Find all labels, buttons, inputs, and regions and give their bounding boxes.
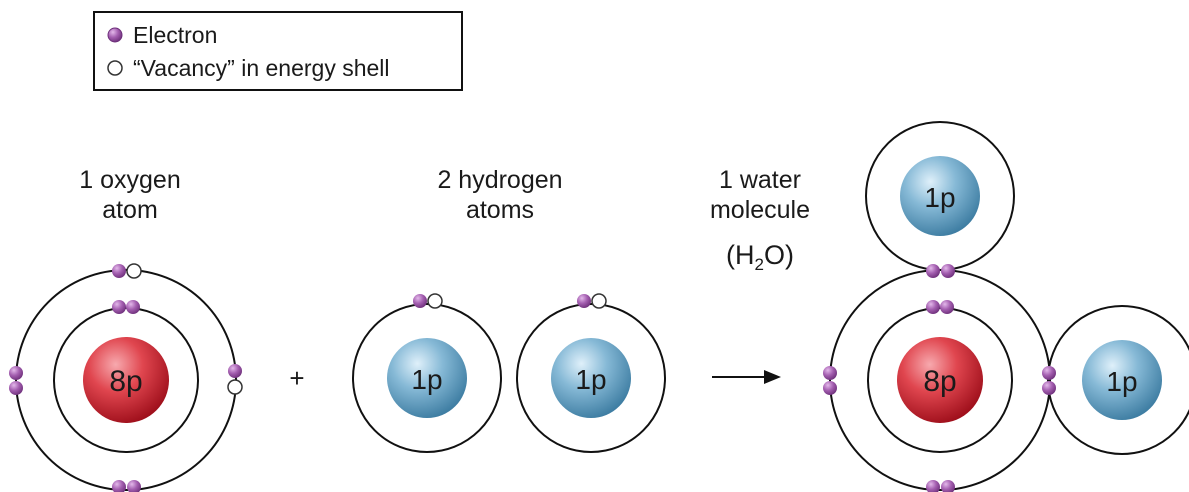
hydrogen-2-nucleus: [551, 338, 631, 418]
vacancy-icon: [227, 379, 243, 395]
electron-icon: [926, 300, 940, 314]
hydrogen-1-nucleus: [387, 338, 467, 418]
water-label-line2: molecule: [710, 196, 810, 224]
hydrogen-1-shell: [352, 303, 502, 453]
oxygen-nucleus: [83, 337, 169, 423]
legend-vacancy-label: “Vacancy” in energy shell: [133, 55, 390, 81]
electron-icon: [112, 300, 126, 314]
legend-box: [93, 11, 463, 91]
electron-icon: [127, 480, 141, 492]
arrow-head-icon: [764, 370, 781, 384]
water-formula-open: (H: [726, 240, 755, 270]
electron-icon: [823, 381, 837, 395]
electron-icon: [112, 264, 126, 278]
plus-sign: +: [289, 363, 304, 393]
water-hydrogen-top-nucleus: [900, 156, 980, 236]
hydrogen-atom-1: 1p: [352, 293, 502, 453]
vacancy-icon: [107, 60, 123, 76]
oxygen-nucleus-label: 8p: [109, 365, 142, 398]
water-hydrogen-top-label: 1p: [924, 182, 955, 213]
electron-icon: [107, 27, 123, 43]
electron-icon: [926, 264, 940, 278]
water-oxygen-nucleus-label: 8p: [923, 365, 956, 398]
legend: Electron “Vacancy” in energy shell: [93, 11, 463, 91]
water-hydrogen-right-shell: [1047, 305, 1189, 455]
electron-icon: [941, 264, 955, 278]
water-molecule: 1p 1p 8p: [823, 121, 1189, 492]
hydrogen-2-nucleus-label: 1p: [575, 364, 606, 395]
vacancy-icon: [126, 263, 142, 279]
hydrogen-2-shell: [516, 303, 666, 453]
electron-icon: [126, 300, 140, 314]
oxygen-label-line2: atom: [102, 196, 158, 224]
electron-icon: [9, 366, 23, 380]
vacancy-icon: [591, 293, 607, 309]
legend-electron-label: Electron: [133, 22, 217, 48]
water-label-line1: 1 water: [719, 166, 801, 194]
water-formula: (H2O): [726, 240, 794, 274]
electron-icon: [413, 294, 427, 308]
oxygen-inner-shell: [53, 307, 199, 453]
hydrogen-label-line1: 2 hydrogen: [437, 166, 562, 194]
water-hydrogen-right-label: 1p: [1106, 366, 1137, 397]
electron-icon: [1042, 366, 1056, 380]
electron-icon: [941, 480, 955, 492]
reaction-arrow: [712, 370, 781, 384]
water-oxygen-nucleus: [897, 337, 983, 423]
hydrogen-atom-2: 1p: [516, 293, 666, 453]
oxygen-atom: 8p: [9, 263, 243, 492]
electron-icon: [577, 294, 591, 308]
electron-icon: [112, 480, 126, 492]
hydrogen-label-line2: atoms: [466, 196, 534, 224]
electron-icon: [9, 381, 23, 395]
electron-icon: [940, 300, 954, 314]
water-oxygen-inner-shell: [867, 307, 1013, 453]
water-hydrogen-right-nucleus: [1082, 340, 1162, 420]
electron-icon: [926, 480, 940, 492]
water-formula-close: O): [764, 240, 794, 270]
oxygen-label-line1: 1 oxygen: [79, 166, 180, 194]
electron-icon: [228, 364, 242, 378]
vacancy-icon: [427, 293, 443, 309]
water-formula-subscript: 2: [755, 255, 764, 274]
electron-icon: [1042, 381, 1056, 395]
hydrogen-1-nucleus-label: 1p: [411, 364, 442, 395]
electron-icon: [823, 366, 837, 380]
